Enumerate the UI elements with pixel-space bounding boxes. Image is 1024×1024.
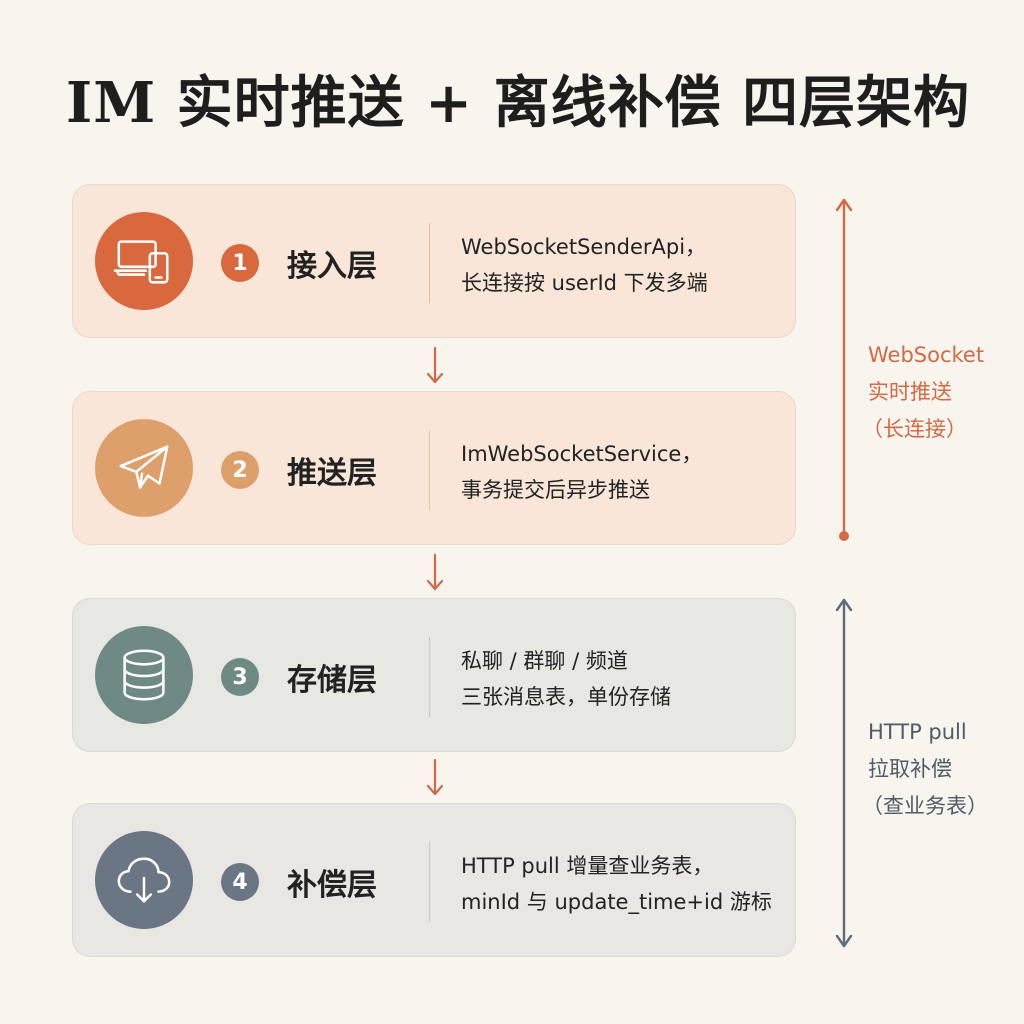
websocket-range-line — [835, 198, 853, 541]
desc-line: 私聊 / 群聊 / 频道 — [461, 649, 628, 673]
websocket-label-line: 实时推送 — [868, 380, 952, 404]
layer-name: 补偿层 — [287, 868, 377, 903]
database-icon — [123, 649, 165, 701]
layer-name: 接入层 — [287, 249, 377, 284]
layer-description: 私聊 / 群聊 / 频道 三张消息表，单份存储 — [461, 643, 671, 715]
layer-name: 推送层 — [287, 456, 377, 491]
layer-access: 1 接入层 WebSocketSenderApi， 长连接按 userId 下发… — [72, 184, 796, 338]
desc-line: 事务提交后异步推送 — [461, 478, 650, 502]
desc-line: 三张消息表，单份存储 — [461, 685, 671, 709]
layer-4-icon-circle — [95, 831, 193, 929]
divider — [429, 430, 430, 510]
websocket-label-line: （长连接） — [862, 417, 967, 441]
desc-line: HTTP pull 增量查业务表， — [461, 854, 714, 878]
layer-push: 2 推送层 ImWebSocketService， 事务提交后异步推送 — [72, 391, 796, 545]
layer-description: HTTP pull 增量查业务表， minId 与 update_time+id… — [461, 848, 772, 920]
layer-number-badge: 3 — [221, 658, 259, 696]
cloud-download-icon — [117, 857, 171, 903]
layer-description: ImWebSocketService， 事务提交后异步推送 — [461, 436, 702, 508]
desc-line: WebSocketSenderApi， — [461, 235, 707, 259]
layer-number-badge: 2 — [221, 451, 259, 489]
desc-line: ImWebSocketService， — [461, 442, 703, 466]
http-label: HTTP pull 拉取补偿 （查业务表） — [862, 714, 988, 825]
layer-name: 存储层 — [287, 663, 377, 698]
layer-2-icon-circle — [95, 419, 193, 517]
down-arrow-icon — [426, 758, 444, 796]
desc-line: minId 与 update_time+id 游标 — [461, 890, 772, 914]
http-range-line — [835, 598, 853, 948]
divider — [429, 637, 430, 717]
layer-compensation: 4 补偿层 HTTP pull 增量查业务表， minId 与 update_t… — [72, 803, 796, 957]
desc-line: 长连接按 userId 下发多端 — [461, 271, 708, 295]
layer-description: WebSocketSenderApi， 长连接按 userId 下发多端 — [461, 229, 708, 301]
http-label-line: （查业务表） — [862, 794, 988, 818]
layer-number-badge: 1 — [221, 244, 259, 282]
http-label-line: 拉取补偿 — [868, 757, 952, 781]
layer-number-badge: 4 — [221, 863, 259, 901]
layer-storage: 3 存储层 私聊 / 群聊 / 频道 三张消息表，单份存储 — [72, 598, 796, 752]
down-arrow-icon — [426, 553, 444, 591]
layer-1-icon-circle — [95, 212, 193, 310]
http-label-line: HTTP pull — [868, 720, 967, 744]
down-arrow-icon — [426, 346, 444, 384]
paper-plane-icon — [119, 445, 169, 489]
websocket-label: WebSocket 实时推送 （长连接） — [862, 337, 985, 448]
divider — [429, 842, 430, 922]
websocket-label-line: WebSocket — [868, 343, 985, 367]
page-title: IM 实时推送 + 离线补偿 四层架构 — [66, 70, 971, 136]
layer-3-icon-circle — [95, 626, 193, 724]
divider — [429, 223, 430, 303]
devices-icon — [113, 240, 169, 284]
